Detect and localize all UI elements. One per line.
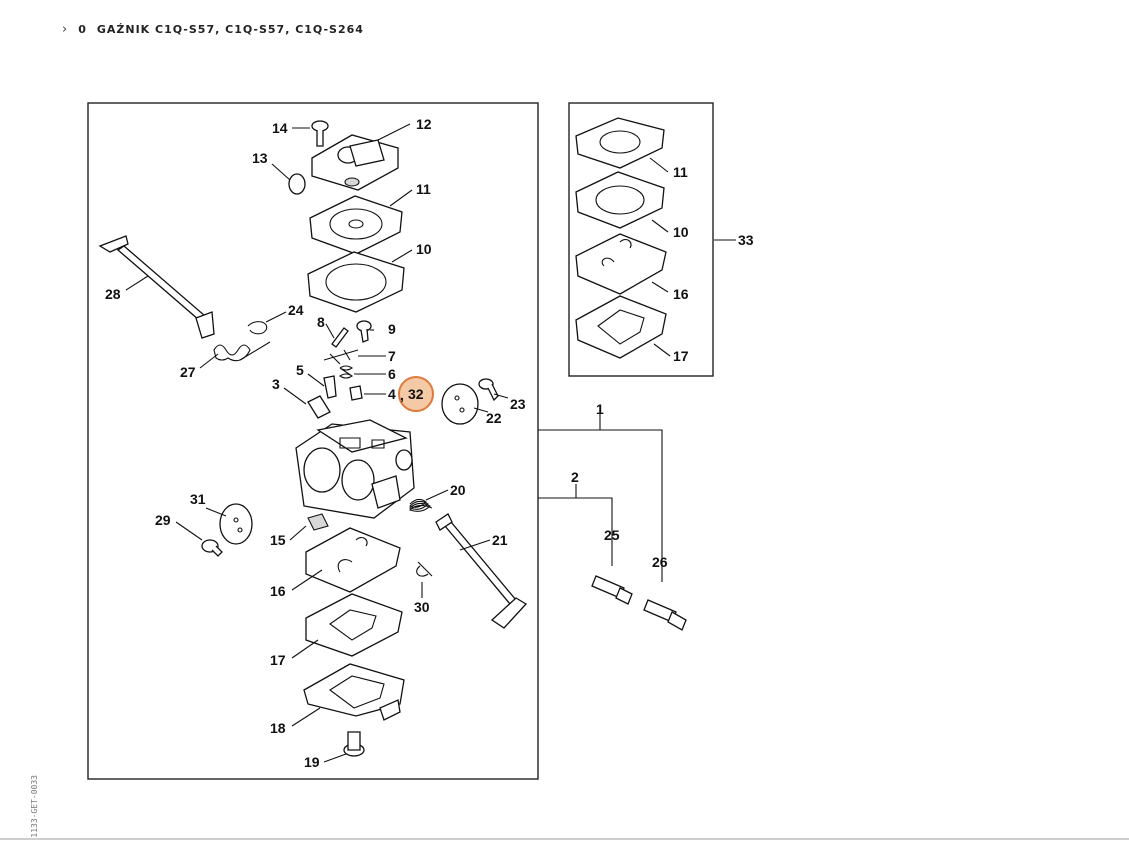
label-17[interactable]: 17 bbox=[270, 652, 286, 668]
part-15-filter bbox=[307, 513, 329, 531]
part-21-shaft bbox=[435, 513, 528, 629]
label-14[interactable]: 14 bbox=[272, 120, 288, 136]
kit-label-16[interactable]: 16 bbox=[673, 286, 689, 302]
label-18[interactable]: 18 bbox=[270, 720, 286, 736]
label-30[interactable]: 30 bbox=[414, 599, 430, 615]
label-7[interactable]: 7 bbox=[388, 348, 396, 364]
label-6[interactable]: 6 bbox=[388, 366, 396, 382]
part-4-valve bbox=[349, 385, 363, 401]
kit-label-10[interactable]: 10 bbox=[673, 224, 689, 240]
part-29-screw bbox=[201, 539, 223, 557]
part-17-gasket bbox=[305, 593, 403, 657]
label-3[interactable]: 3 bbox=[272, 376, 280, 392]
hotspot-label-32[interactable]: 32 bbox=[408, 386, 424, 402]
label-12[interactable]: 12 bbox=[416, 116, 432, 132]
part-23-screw bbox=[478, 378, 499, 402]
drawing-code: 1133-GET-0033 bbox=[30, 775, 39, 838]
carburetor-body bbox=[295, 419, 415, 519]
label-5[interactable]: 5 bbox=[296, 362, 304, 378]
label-2[interactable]: 2 bbox=[571, 469, 579, 485]
kit-part-16 bbox=[575, 233, 667, 295]
label-26[interactable]: 26 bbox=[652, 554, 668, 570]
chevron-right-icon: › bbox=[62, 21, 69, 37]
kit-frame bbox=[568, 102, 714, 377]
part-19-screw bbox=[343, 731, 365, 757]
part-24-clip bbox=[247, 321, 268, 335]
kit-label-11[interactable]: 11 bbox=[673, 164, 688, 180]
part-20-spring bbox=[408, 498, 433, 512]
label-33[interactable]: 33 bbox=[738, 232, 754, 248]
label-13[interactable]: 13 bbox=[252, 150, 268, 166]
part-6-spring bbox=[339, 365, 353, 379]
part-14-screw bbox=[311, 120, 329, 147]
part-9-screw bbox=[356, 320, 372, 343]
label-22[interactable]: 22 bbox=[486, 410, 502, 426]
part-7-lever bbox=[323, 349, 359, 365]
label-31[interactable]: 31 bbox=[190, 491, 206, 507]
label-20[interactable]: 20 bbox=[450, 482, 466, 498]
part-10-gasket bbox=[307, 251, 405, 313]
part-11-diaphragm bbox=[309, 195, 403, 255]
breadcrumb: › 0 GAŹNIK C1Q-S57, C1Q-S57, C1Q-S264 bbox=[62, 20, 364, 38]
label-19[interactable]: 19 bbox=[304, 754, 320, 770]
label-25[interactable]: 25 bbox=[604, 527, 620, 543]
label-1[interactable]: 1 bbox=[596, 401, 604, 417]
kit-label-17[interactable]: 17 bbox=[673, 348, 689, 364]
main-frame bbox=[87, 102, 539, 780]
part-12-cover bbox=[311, 134, 399, 191]
part-31-disc bbox=[219, 503, 253, 545]
label-27[interactable]: 27 bbox=[180, 364, 196, 380]
breadcrumb-prefix[interactable]: 0 bbox=[78, 22, 87, 36]
part-5-needle bbox=[323, 375, 337, 399]
kit-part-10 bbox=[575, 171, 665, 229]
label-28[interactable]: 28 bbox=[105, 286, 121, 302]
label-11[interactable]: 11 bbox=[416, 181, 431, 197]
part-labels: 14 12 13 11 10 28 24 27 8 9 7 6 5 3 4 22… bbox=[105, 116, 754, 770]
part-26-needle bbox=[643, 599, 687, 631]
part-16-diaphragm bbox=[305, 527, 401, 593]
part-22-disc bbox=[441, 383, 479, 425]
part-8-pin bbox=[331, 327, 349, 348]
label-16[interactable]: 16 bbox=[270, 583, 286, 599]
label-10[interactable]: 10 bbox=[416, 241, 432, 257]
part-30-clip bbox=[416, 561, 433, 577]
kit-part-17 bbox=[575, 295, 667, 359]
label-4[interactable]: 4 bbox=[388, 386, 396, 402]
breadcrumb-title: GAŹNIK C1Q-S57, C1Q-S57, C1Q-S264 bbox=[96, 22, 364, 36]
kit-part-11 bbox=[575, 117, 665, 169]
hotspot-comma: , bbox=[400, 387, 404, 403]
label-23[interactable]: 23 bbox=[510, 396, 526, 412]
label-9[interactable]: 9 bbox=[388, 321, 396, 337]
label-8[interactable]: 8 bbox=[317, 314, 325, 330]
label-29[interactable]: 29 bbox=[155, 512, 171, 528]
part-3-plug bbox=[307, 395, 331, 419]
part-27-spring bbox=[213, 341, 271, 362]
hotspot-32[interactable]: , 32 bbox=[398, 376, 434, 412]
part-28-shaft bbox=[98, 235, 215, 339]
part-13-oring bbox=[288, 173, 306, 195]
part-25-needle bbox=[591, 575, 633, 605]
bottom-divider bbox=[0, 838, 1129, 840]
label-21[interactable]: 21 bbox=[492, 532, 508, 548]
leader-lines bbox=[125, 123, 736, 763]
part-18-cover bbox=[303, 663, 405, 721]
label-24[interactable]: 24 bbox=[288, 302, 304, 318]
label-15[interactable]: 15 bbox=[270, 532, 286, 548]
